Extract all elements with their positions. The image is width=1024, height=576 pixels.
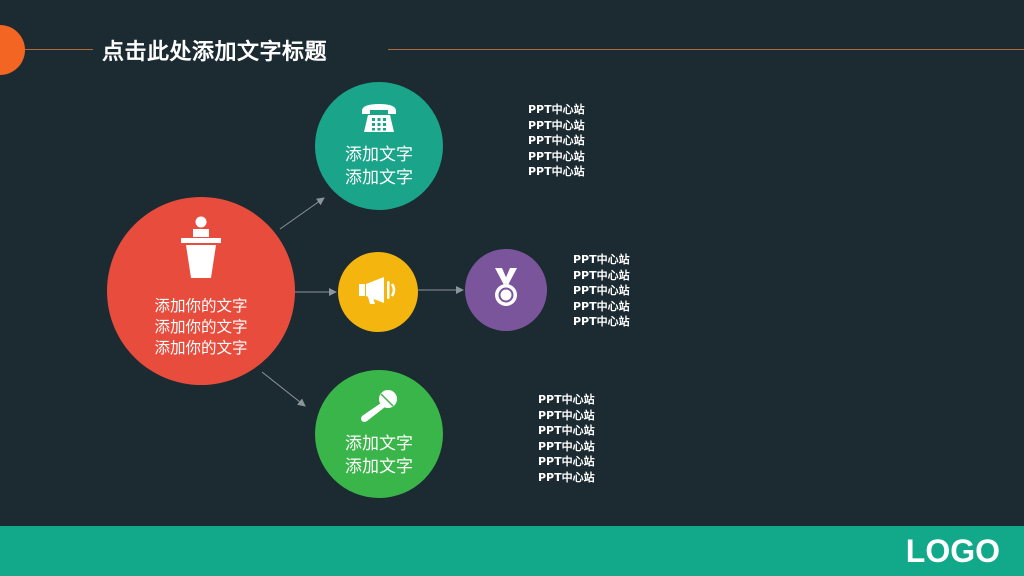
microphone-icon xyxy=(359,389,399,427)
middle-text-block[interactable]: PPT中心站 PPT中心站 PPT中心站 PPT中心站 PPT中心站 xyxy=(573,252,630,330)
podium-speaker-icon xyxy=(181,216,221,282)
text-line: PPT中心站 xyxy=(573,284,630,297)
green-node[interactable]: 添加文字 添加文字 xyxy=(315,370,443,498)
main-node-line[interactable]: 添加你的文字 xyxy=(154,317,248,336)
text-line: PPT中心站 xyxy=(538,424,595,437)
main-node[interactable]: 添加你的文字 添加你的文字 添加你的文字 xyxy=(107,197,295,385)
main-node-line[interactable]: 添加你的文字 xyxy=(154,338,248,357)
arrow-to-green xyxy=(261,371,306,407)
teal-node-line[interactable]: 添加文字 xyxy=(345,168,413,188)
text-line: PPT中心站 xyxy=(538,393,595,406)
text-line: PPT中心站 xyxy=(528,134,585,147)
telephone-icon xyxy=(361,102,397,138)
text-line: PPT中心站 xyxy=(538,455,595,468)
text-line: PPT中心站 xyxy=(573,299,630,313)
medal-icon xyxy=(489,268,523,312)
text-line: PPT中心站 xyxy=(528,165,585,178)
text-line: PPT中心站 xyxy=(528,149,585,163)
text-line: PPT中心站 xyxy=(573,253,630,266)
text-line: PPT中心站 xyxy=(538,439,595,453)
title-divider-left xyxy=(25,49,93,50)
green-node-line[interactable]: 添加文字 xyxy=(345,457,413,477)
text-line: PPT中心站 xyxy=(528,118,585,132)
bottom-text-block[interactable]: PPT中心站 PPT中心站 PPT中心站 PPT中心站 PPT中心站 PPT中心… xyxy=(538,392,595,485)
title-divider-right xyxy=(388,49,1024,50)
footer-bar xyxy=(0,526,1024,576)
text-line: PPT中心站 xyxy=(538,470,595,484)
purple-node[interactable] xyxy=(465,249,547,331)
yellow-node[interactable] xyxy=(338,252,418,332)
text-line: PPT中心站 xyxy=(573,268,630,282)
megaphone-icon xyxy=(358,275,398,309)
top-text-block[interactable]: PPT中心站 PPT中心站 PPT中心站 PPT中心站 PPT中心站 xyxy=(528,102,585,180)
text-line: PPT中心站 xyxy=(573,315,630,328)
logo: LOGO xyxy=(905,533,1000,569)
teal-node-line[interactable]: 添加文字 xyxy=(345,145,413,165)
slide-title[interactable]: 点击此处添加文字标题 xyxy=(102,40,328,65)
main-node-line[interactable]: 添加你的文字 xyxy=(154,296,248,315)
text-line: PPT中心站 xyxy=(538,408,595,422)
arrow-to-teal xyxy=(279,197,325,230)
green-node-line[interactable]: 添加文字 xyxy=(345,434,413,454)
text-line: PPT中心站 xyxy=(528,103,585,116)
teal-node[interactable]: 添加文字 添加文字 xyxy=(315,82,443,210)
